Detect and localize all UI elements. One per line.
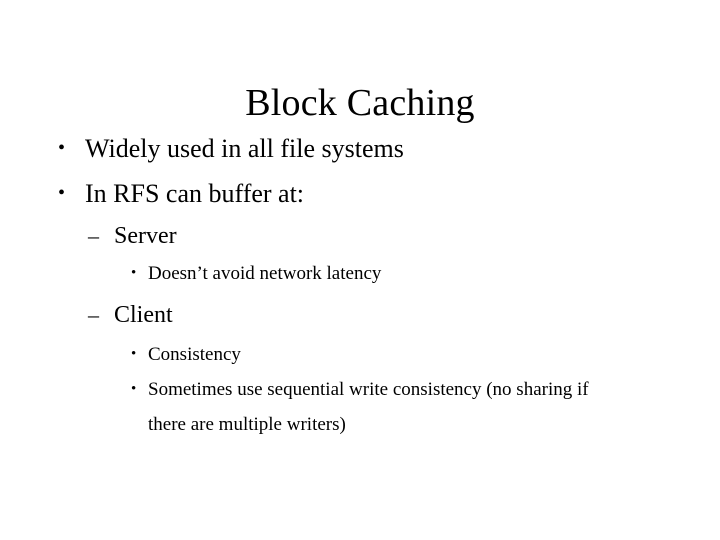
bullet-text: Server (114, 223, 177, 249)
bullet-marker-icon: • (58, 182, 66, 204)
bullet-marker-icon: • (131, 346, 137, 362)
dash-marker-icon: – (88, 223, 99, 248)
dash-marker-icon: – (88, 302, 99, 327)
bullet-text: Widely used in all file systems (85, 134, 404, 163)
bullet-text: In RFS can buffer at: (85, 179, 305, 208)
bullet-marker-icon: • (131, 381, 137, 397)
bullet-text: Doesn’t avoid network latency (148, 263, 382, 284)
bullet-text: Consistency (148, 344, 241, 365)
bullet-item-level3: • Consistency (0, 337, 720, 372)
bullet-text: Client (114, 302, 173, 328)
bullet-item-level3: • Sometimes use sequential write consist… (0, 372, 720, 442)
bullet-item-level3: • Doesn’t avoid network latency (0, 256, 720, 291)
page-title: Block Caching (245, 82, 475, 125)
bullet-text: Sometimes use sequential write consisten… (148, 379, 589, 435)
bullet-item-level1: • Widely used in all file systems (0, 126, 720, 171)
bullet-item-level2: – Client (0, 295, 720, 335)
bullet-marker-icon: • (58, 137, 66, 159)
bullet-marker-icon: • (131, 265, 137, 281)
bullet-item-level2: – Server (0, 216, 720, 256)
bullet-item-level1: • In RFS can buffer at: (0, 171, 720, 216)
slide-body: • Widely used in all file systems • In R… (0, 126, 720, 442)
